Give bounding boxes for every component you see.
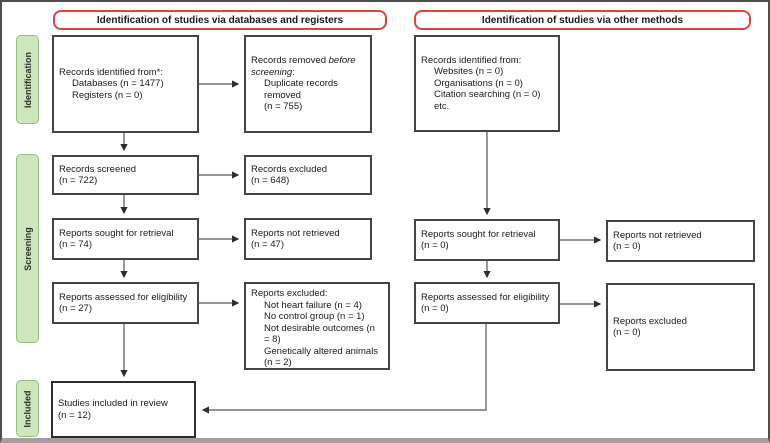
box-text-line: Records removed before bbox=[251, 55, 365, 67]
stage-label-included: Included bbox=[16, 380, 39, 437]
box-text-line: (n = 755) bbox=[264, 101, 303, 113]
box-records-excluded: Records excluded (n = 648) bbox=[244, 155, 372, 195]
box-text-line: Citation searching (n = 0) bbox=[434, 89, 541, 101]
box-records-screened: Records screened (n = 722) bbox=[52, 155, 199, 195]
box-text-line: Reports sought for retrieval bbox=[421, 228, 536, 240]
box-records-identified-databases: Records identified from*: Databases (n =… bbox=[52, 35, 199, 133]
box-text-line: Not desirable outcomes (n = 8) bbox=[264, 322, 375, 346]
box-reports-excluded-reasons: Reports excluded: Not heart failure (n =… bbox=[244, 282, 390, 370]
box-text-line: (n = 0) bbox=[421, 303, 449, 314]
box-reports-assessed-other: Reports assessed for eligibility (n = 0) bbox=[414, 282, 560, 324]
box-text-line: (n = 648) bbox=[251, 175, 290, 186]
stage-included-text: Included bbox=[22, 389, 33, 428]
box-text-line: Reports not retrieved bbox=[251, 227, 340, 239]
header-other-label: Identification of studies via other meth… bbox=[481, 14, 684, 26]
box-text-line: Records screened bbox=[59, 163, 137, 175]
box-text-line: Not heart failure (n = 4) bbox=[264, 299, 362, 311]
box-text-line: Reports excluded bbox=[613, 315, 687, 327]
box-text-segment-italic: before bbox=[328, 55, 356, 67]
box-text-line: (n = 27) bbox=[59, 303, 93, 314]
box-text-line: Records excluded bbox=[251, 163, 328, 175]
box-text-line: (n = 47) bbox=[251, 239, 285, 250]
box-text-line: Records identified from*: bbox=[59, 66, 164, 78]
box-text-line: (n = 74) bbox=[59, 239, 93, 250]
box-text-line: (n = 0) bbox=[613, 241, 641, 252]
box-text-line: No control group (n = 1) bbox=[264, 311, 365, 322]
box-records-removed-before-screening: Records removed before screening: Duplic… bbox=[244, 35, 372, 133]
box-reports-sought-databases: Reports sought for retrieval (n = 74) bbox=[52, 218, 199, 260]
box-text-line: (n = 0) bbox=[613, 327, 641, 338]
box-text-line: Websites (n = 0) bbox=[434, 66, 504, 78]
box-studies-included-in-review: Studies included in review (n = 12) bbox=[51, 381, 196, 438]
box-reports-assessed-databases: Reports assessed for eligibility (n = 27… bbox=[52, 282, 199, 324]
box-text-segment-italic: screening bbox=[251, 66, 293, 78]
header-databases-registers: Identification of studies via databases … bbox=[53, 10, 387, 30]
stage-screening-text: Screening bbox=[22, 226, 33, 271]
stage-label-screening: Screening bbox=[16, 154, 39, 343]
box-text-line: Organisations (n = 0) bbox=[434, 77, 523, 89]
box-reports-not-retrieved-databases: Reports not retrieved (n = 47) bbox=[244, 218, 372, 260]
box-text-line: screening: bbox=[251, 67, 365, 79]
box-text-line: etc. bbox=[434, 100, 450, 112]
header-other-methods: Identification of studies via other meth… bbox=[414, 10, 751, 30]
box-text-line: Duplicate records removed bbox=[264, 78, 338, 101]
box-text-line: Reports excluded: bbox=[251, 288, 328, 299]
box-text-line: (n = 722) bbox=[59, 175, 98, 186]
box-text-segment: : bbox=[292, 66, 295, 78]
box-reports-not-retrieved-other: Reports not retrieved (n = 0) bbox=[606, 220, 755, 262]
box-text-line: Registers (n = 0) bbox=[72, 89, 143, 101]
box-reports-sought-other: Reports sought for retrieval (n = 0) bbox=[414, 219, 560, 261]
header-databases-label: Identification of studies via databases … bbox=[96, 14, 344, 26]
stage-identification-text: Identification bbox=[22, 51, 33, 108]
box-reports-excluded-other: Reports excluded (n = 0) bbox=[606, 283, 755, 371]
arrow-other-assessed-to-included bbox=[201, 324, 487, 414]
box-text-line: Reports assessed for eligibility bbox=[421, 291, 550, 303]
box-text-line: Databases (n = 1477) bbox=[72, 78, 164, 90]
stage-label-identification: Identification bbox=[16, 35, 39, 124]
box-text-line: Reports assessed for eligibility bbox=[59, 291, 188, 303]
box-text-line: Reports sought for retrieval bbox=[59, 227, 174, 239]
box-text-line: Records identified from: bbox=[421, 54, 522, 66]
box-text-line: Genetically altered animals (n = 2) bbox=[264, 345, 379, 369]
box-records-identified-other: Records identified from: Websites (n = 0… bbox=[414, 35, 560, 132]
box-text-line: (n = 0) bbox=[421, 240, 449, 251]
box-text-segment: Records removed bbox=[251, 55, 329, 67]
box-text-line: Reports not retrieved bbox=[613, 229, 702, 241]
box-text-line: (n = 12) bbox=[58, 409, 92, 421]
box-text-line: Studies included in review bbox=[58, 398, 168, 409]
